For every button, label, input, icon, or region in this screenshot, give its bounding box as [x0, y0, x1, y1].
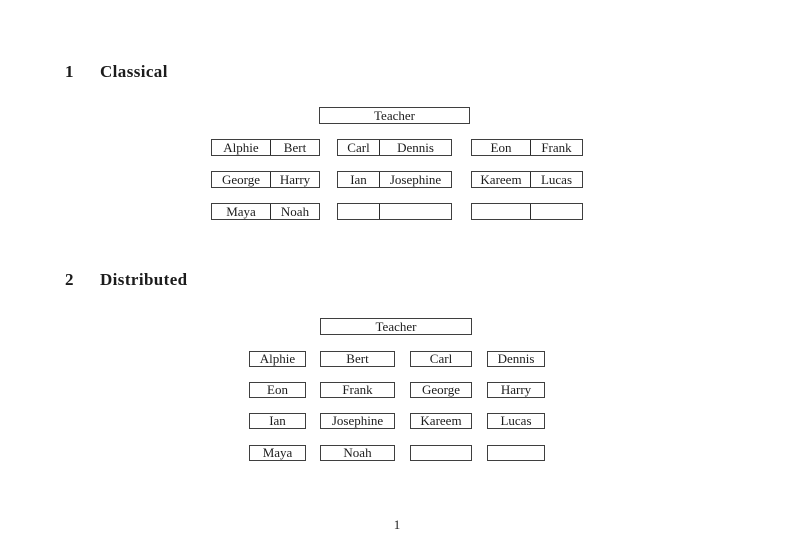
seat: [531, 204, 582, 219]
seat: [380, 204, 451, 219]
desk: Bert: [320, 351, 395, 367]
desk: Carl Dennis: [337, 139, 452, 156]
section-number: 1: [65, 62, 74, 81]
desk: Eon Frank: [471, 139, 583, 156]
desk: Kareem: [410, 413, 472, 429]
desk: Dennis: [487, 351, 545, 367]
seat: Ian: [338, 172, 380, 187]
seat: Eon: [472, 140, 531, 155]
seat: [472, 204, 531, 219]
desk: Kareem Lucas: [471, 171, 583, 188]
page-number: 1: [393, 517, 401, 532]
teacher-label: Teacher: [375, 318, 417, 334]
desk: Frank: [320, 382, 395, 398]
seat: Bert: [283, 140, 307, 155]
section-heading-distributed: 2 Distributed: [65, 269, 188, 291]
seat: Kareem: [472, 172, 531, 187]
desk: Maya: [249, 445, 306, 461]
seat: Alphie: [212, 140, 271, 155]
desk: [487, 445, 545, 461]
desk: Josephine: [320, 413, 395, 429]
seat: Maya: [212, 204, 271, 219]
desk: [471, 203, 583, 220]
desk: Eon: [249, 382, 306, 398]
desk: Lucas: [487, 413, 545, 429]
desk: Alphie Bert: [211, 139, 320, 156]
seat: Harry: [279, 172, 311, 187]
desk: George: [410, 382, 472, 398]
teacher-box: Teacher: [319, 107, 470, 124]
desk: [410, 445, 472, 461]
desk: Ian Josephine: [337, 171, 452, 188]
seat: Frank: [541, 140, 572, 155]
section-title: Classical: [100, 62, 168, 81]
desk: Alphie: [249, 351, 306, 367]
desk: [337, 203, 452, 220]
desk: Ian: [249, 413, 306, 429]
teacher-box: Teacher: [320, 318, 472, 335]
seat: Lucas: [540, 172, 573, 187]
desk: Noah: [320, 445, 395, 461]
seat: Carl: [338, 140, 380, 155]
seat: Dennis: [397, 140, 434, 155]
teacher-label: Teacher: [374, 107, 415, 123]
section-heading-classical: 1 Classical: [65, 61, 168, 83]
section-title: Distributed: [100, 270, 188, 289]
desk: Maya Noah: [211, 203, 320, 220]
desk: Harry: [487, 382, 545, 398]
desk: Carl: [410, 351, 472, 367]
seat: Noah: [280, 204, 310, 219]
seat: Josephine: [389, 172, 442, 187]
section-number: 2: [65, 270, 74, 289]
seat: [338, 204, 380, 219]
seat: George: [212, 172, 271, 187]
desk: George Harry: [211, 171, 320, 188]
